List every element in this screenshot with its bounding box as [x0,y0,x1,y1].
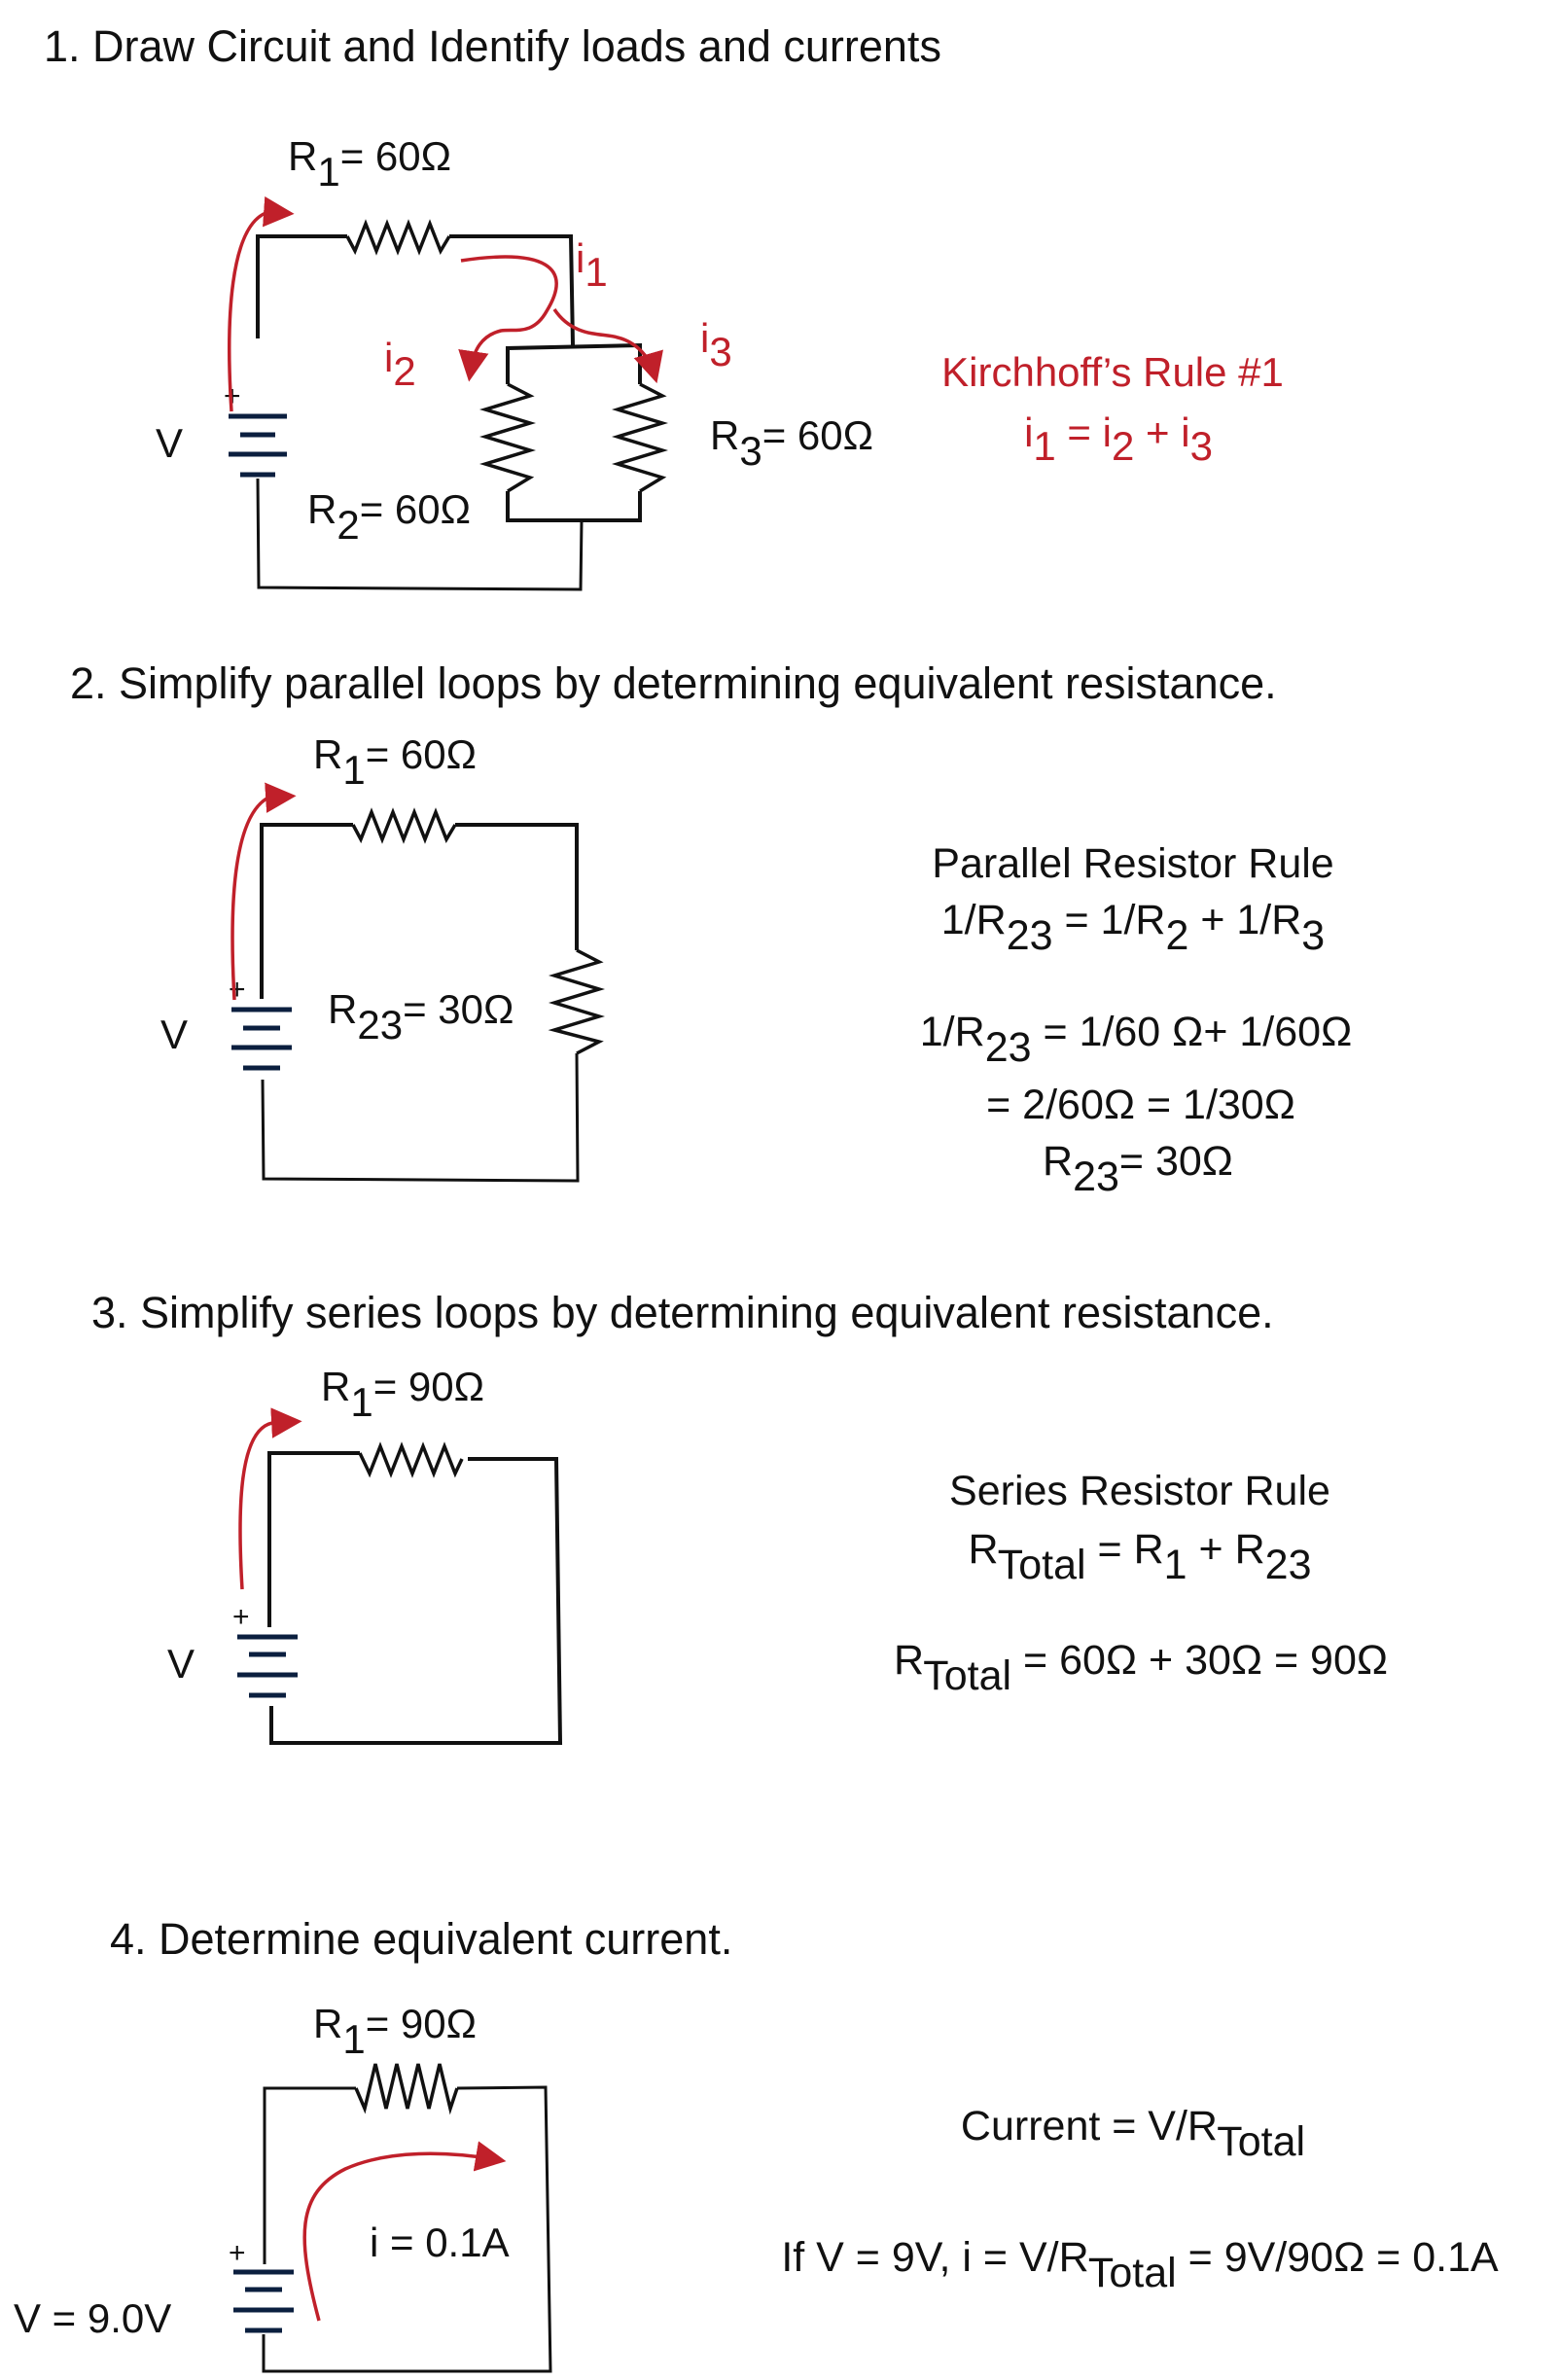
current-arrow-i2 [458,255,558,382]
wire-top-right [449,234,575,346]
wire-top-right [455,823,579,950]
parallel-rule-formula: 1/R23 = 1/R2 + 1/R3 [941,897,1325,959]
r23-label: R23= 30Ω [328,986,514,1048]
step-2: 2. Simplify parallel loops by determinin… [70,658,1352,1200]
step-1-wires [256,234,642,591]
current-arrow-main [230,782,297,1001]
step-3: 3. Simplify series loops by determining … [91,1288,1388,1745]
resistor-r1 [345,219,451,256]
r1-label: R1= 90Ω [321,1364,484,1425]
battery-voltage-label: V [160,1012,188,1057]
wire-right-bottom [262,2085,552,2373]
parallel-rule-substitution: 1/R23 = 1/60 Ω+ 1/60Ω [920,1009,1352,1071]
battery-plus-sign: + [232,1601,250,1633]
battery [229,413,287,478]
kirchhoff-equation: i1 = i2 + i3 [1024,409,1213,469]
battery-voltage-label: V = 9.0V [14,2295,171,2341]
wire-branch-top [506,342,642,384]
wire-bottom-return [261,1052,580,1183]
r1-label: R1= 60Ω [288,133,451,195]
wire-left-top [256,234,347,338]
current-label-i1: i1 [576,235,608,295]
wire-branch-bottom [506,491,642,522]
resistor-r3 [611,382,669,493]
battery-plus-sign: + [229,2237,246,2269]
battery-voltage-label: V [167,1641,195,1687]
resistor-r2 [478,382,537,493]
wire-left-top [263,2086,356,2264]
series-rule-title: Series Resistor Rule [949,1468,1330,1514]
series-rule-formula: RTotal = R1 + R23 [968,1526,1311,1588]
series-rule-result: RTotal = 60Ω + 30Ω = 90Ω [894,1637,1388,1699]
step-3-heading: 3. Simplify series loops by determining … [91,1288,1274,1337]
wire-bottom-return [256,478,584,591]
current-label-i2: i2 [384,335,416,394]
kirchhoff-rule-title: Kirchhoff’s Rule #1 [941,349,1284,395]
parallel-rule-result: R23= 30Ω [1043,1138,1233,1200]
resistor-r1 [358,1441,464,1478]
battery-voltage-label: V [156,420,183,466]
current-calculation: If V = 9V, i = V/RTotal = 9V/90Ω = 0.1A [781,2234,1499,2296]
step-1-heading: 1. Draw Circuit and Identify loads and c… [44,21,941,71]
battery [237,1634,298,1698]
battery-plus-sign: + [229,974,246,1006]
parallel-rule-simplify: = 2/60Ω = 1/30Ω [986,1082,1295,1128]
current-value-label: i = 0.1A [370,2220,510,2265]
current-formula: Current = V/RTotal [961,2103,1305,2165]
battery [233,2269,294,2333]
current-arrow-loop [302,2141,507,2322]
wire-left-top [260,823,353,999]
r3-label: R3= 60Ω [710,412,873,474]
step-2-heading: 2. Simplify parallel loops by determinin… [70,658,1277,708]
current-arrow-i3 [552,308,663,384]
step-4-heading: 4. Determine equivalent current. [110,1914,732,1964]
step-1: 1. Draw Circuit and Identify loads and c… [44,21,1284,591]
resistor-r23 [548,948,606,1055]
step-4: 4. Determine equivalent current. + V = 9… [14,1914,1499,2373]
r1-label: R1= 90Ω [313,2001,477,2062]
current-arrow-main [228,195,295,412]
battery [231,1007,292,1071]
r1-label: R1= 60Ω [313,731,477,793]
resistor-r1 [351,807,457,844]
wire-left-top [267,1451,360,1627]
resistor-r1 [354,2063,459,2115]
current-label-i3: i3 [700,315,732,374]
current-arrow-main [238,1407,302,1590]
parallel-rule-title: Parallel Resistor Rule [932,840,1333,887]
wire-right-bottom [269,1457,563,1745]
r2-label: R2= 60Ω [307,486,471,548]
